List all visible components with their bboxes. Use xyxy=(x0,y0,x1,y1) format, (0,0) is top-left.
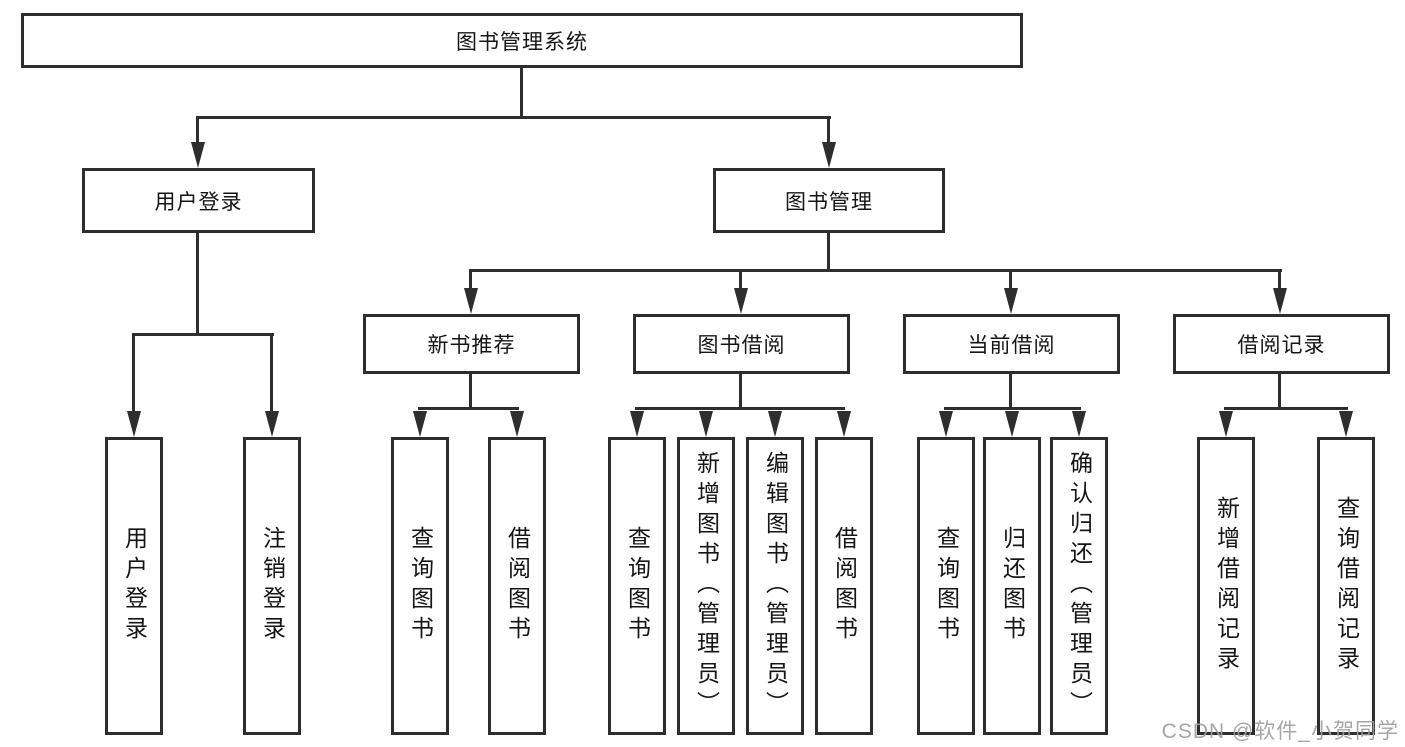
connector-line xyxy=(469,269,472,289)
arrowhead-down xyxy=(1339,411,1353,437)
arrowhead-down xyxy=(1273,288,1287,314)
connector-line xyxy=(1009,269,1012,289)
connector-line xyxy=(739,269,742,289)
leaf-borrowing-borrow-books: 借阅图书 xyxy=(815,437,873,735)
connector-line xyxy=(827,233,830,272)
leaf-query-borrow-record: 查询借阅记录 xyxy=(1317,437,1375,735)
node-user-login: 用户登录 xyxy=(82,168,315,233)
node-label: 图书借阅 xyxy=(697,334,786,357)
node-new-book-recommend: 新书推荐 xyxy=(363,314,580,374)
arrowhead-down xyxy=(734,288,748,314)
connector-line xyxy=(520,68,523,118)
leaf-user-login: 用户登录 xyxy=(105,437,163,735)
arrowhead-down xyxy=(413,411,427,437)
connector-line xyxy=(1224,407,1348,410)
arrowhead-down xyxy=(127,411,141,437)
leaf-recommend-query-books: 查询图书 xyxy=(391,437,449,735)
connector-line xyxy=(469,374,472,410)
node-label: 图书管理 xyxy=(785,190,873,214)
node-borrowing-records: 借阅记录 xyxy=(1173,314,1390,374)
node-label: 新书推荐 xyxy=(427,334,516,357)
connector-line xyxy=(1278,374,1281,410)
connector-line xyxy=(132,333,274,336)
connector-line xyxy=(944,407,1081,410)
arrowhead-down xyxy=(265,411,279,437)
arrowhead-down xyxy=(1219,411,1233,437)
arrowhead-down xyxy=(939,411,953,437)
leaf-label: 借阅图书 xyxy=(504,526,531,646)
node-book-borrowing: 图书借阅 xyxy=(633,314,850,374)
arrowhead-down xyxy=(1004,288,1018,314)
leaf-label: 用户登录 xyxy=(121,526,148,646)
leaf-logout-login: 注销登录 xyxy=(243,437,301,735)
csdn-watermark: CSDN @软件_小贺同学 xyxy=(1161,720,1399,743)
node-book-management: 图书管理 xyxy=(713,168,945,233)
connector-line xyxy=(270,333,273,412)
leaf-label: 确认归还（管理员） xyxy=(1066,451,1093,721)
node-label: 当前借阅 xyxy=(967,334,1056,357)
leaf-label: 新增图书（管理员） xyxy=(693,451,720,721)
connector-line xyxy=(418,407,519,410)
leaf-label: 借阅图书 xyxy=(831,526,858,646)
arrowhead-down xyxy=(1005,411,1019,437)
connector-line xyxy=(827,116,830,143)
arrowhead-down xyxy=(768,411,782,437)
node-label: 图书管理系统 xyxy=(456,30,588,54)
leaf-label: 查询图书 xyxy=(624,526,651,646)
leaf-label: 归还图书 xyxy=(999,526,1026,646)
leaf-borrowing-query-books: 查询图书 xyxy=(608,437,666,735)
leaf-confirm-return-admin: 确认归还（管理员） xyxy=(1050,437,1108,735)
connector-line xyxy=(739,374,742,410)
node-current-borrowing: 当前借阅 xyxy=(903,314,1120,374)
leaf-return-books: 归还图书 xyxy=(983,437,1041,735)
arrowhead-down xyxy=(1072,411,1086,437)
connector-line xyxy=(469,269,1282,272)
arrowhead-down xyxy=(699,411,713,437)
node-library-management-system: 图书管理系统 xyxy=(21,13,1023,68)
leaf-edit-books-admin: 编辑图书（管理员） xyxy=(746,437,804,735)
leaf-label: 查询图书 xyxy=(933,526,960,646)
arrowhead-down xyxy=(464,288,478,314)
connector-line xyxy=(635,407,845,410)
leaf-add-books-admin: 新增图书（管理员） xyxy=(677,437,735,735)
connector-line xyxy=(1009,374,1012,410)
node-label: 借阅记录 xyxy=(1237,334,1326,357)
connector-line xyxy=(196,116,831,119)
arrowhead-down xyxy=(837,411,851,437)
leaf-label: 新增借阅记录 xyxy=(1213,496,1240,676)
connector-line xyxy=(196,116,199,143)
connector-line xyxy=(196,233,199,336)
connector-line xyxy=(1278,269,1281,289)
arrowhead-down xyxy=(630,411,644,437)
leaf-label: 查询图书 xyxy=(407,526,434,646)
leaf-label: 编辑图书（管理员） xyxy=(762,451,789,721)
leaf-current-query-books: 查询图书 xyxy=(917,437,975,735)
leaf-label: 注销登录 xyxy=(259,526,286,646)
leaf-add-borrow-record: 新增借阅记录 xyxy=(1197,437,1255,735)
node-label: 用户登录 xyxy=(154,190,243,214)
leaf-label: 查询借阅记录 xyxy=(1333,496,1360,676)
arrowhead-down xyxy=(822,142,836,168)
arrowhead-down xyxy=(510,411,524,437)
leaf-recommend-borrow-books: 借阅图书 xyxy=(488,437,546,735)
arrowhead-down xyxy=(191,142,205,168)
connector-line xyxy=(132,333,135,412)
